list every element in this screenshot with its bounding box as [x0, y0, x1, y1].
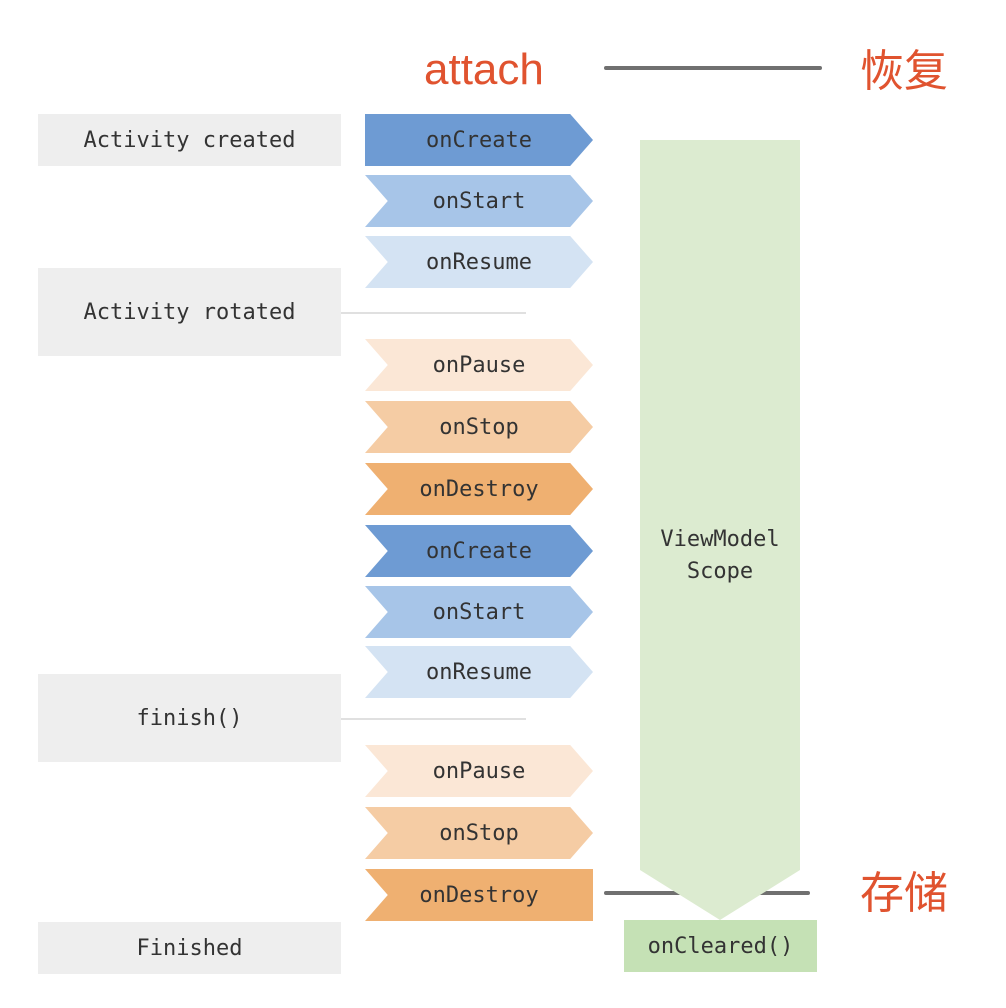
state-finished: Finished	[38, 922, 341, 974]
event-on-stop-1: onStop	[365, 401, 593, 453]
event-on-pause-1: onPause	[365, 339, 593, 391]
attach-annotation: attach	[424, 45, 544, 94]
event-on-create-1: onCreate	[365, 114, 593, 166]
event-on-start-2: onStart	[365, 586, 593, 638]
event-on-start-1: onStart	[365, 175, 593, 227]
store-annotation: 存储	[860, 869, 948, 918]
finish-connector	[341, 718, 526, 720]
event-on-destroy-2: onDestroy	[365, 869, 593, 921]
on-cleared-box: onCleared()	[624, 920, 817, 972]
scope-label-line1: ViewModel	[660, 527, 780, 552]
viewmodel-scope-shape	[640, 140, 800, 920]
event-on-destroy-1: onDestroy	[365, 463, 593, 515]
state-activity-created: Activity created	[38, 114, 341, 166]
rotated-connector	[341, 312, 526, 314]
event-on-resume-2: onResume	[365, 646, 593, 698]
event-on-create-2: onCreate	[365, 525, 593, 577]
state-activity-rotated: Activity rotated	[38, 268, 341, 356]
restore-annotation: 恢复	[860, 47, 948, 96]
event-on-stop-2: onStop	[365, 807, 593, 859]
attach-annotation-line	[604, 66, 822, 70]
event-on-resume-1: onResume	[365, 236, 593, 288]
viewmodel-scope-arrow	[640, 140, 800, 920]
viewmodel-scope-label: ViewModel Scope	[640, 524, 800, 588]
event-on-pause-2: onPause	[365, 745, 593, 797]
state-finish: finish()	[38, 674, 341, 762]
scope-label-line2: Scope	[686, 559, 754, 584]
